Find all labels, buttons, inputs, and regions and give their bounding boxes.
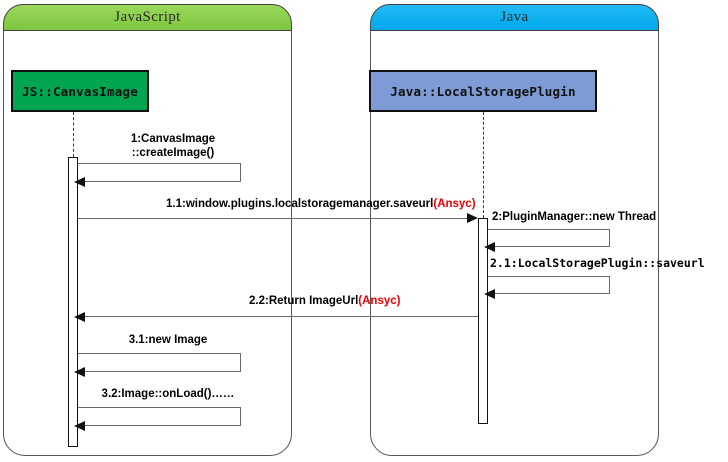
message-1-text-line2: ::createImage() — [131, 147, 215, 159]
message-label-2: 2:PluginManager::new Thread — [492, 211, 656, 223]
message-label-1-1: 1.1:window.plugins.localstoragemanager.s… — [166, 198, 476, 210]
message-2-2-text: 2.2:Return ImageUrl — [249, 295, 359, 307]
package-header-java: Java — [370, 4, 659, 31]
message-1-text-line1: 1:CanvasImage — [130, 133, 216, 145]
message-2-arrowhead-icon — [484, 242, 495, 252]
message-1-1-arrowhead-icon — [467, 213, 478, 223]
package-header-javascript: JavaScript — [3, 4, 292, 31]
message-2-1-out-line — [488, 276, 610, 277]
message-label-1-line1: 1:CanvasImage — [103, 133, 243, 145]
message-3-1-return-line — [85, 371, 241, 372]
message-2-2-async-tag: (Ansyc) — [358, 295, 401, 307]
message-label-1-line2: ::createImage() — [103, 147, 243, 159]
message-2-text: 2:PluginManager::new Thread — [492, 211, 657, 223]
message-3-2-out-line — [78, 407, 241, 408]
participant-java-localstorageplugin[interactable]: Java::LocalStoragePlugin — [369, 70, 597, 112]
message-2-1-text: 2.1:LocalStoragePlugin::saveurl — [490, 256, 705, 270]
message-2-2-arrowhead-icon — [74, 312, 85, 322]
message-2-turn-line — [609, 229, 610, 246]
participant-js-canvasimage[interactable]: JS::CanvasImage — [11, 70, 149, 112]
message-1-1-line — [78, 218, 472, 219]
message-3-1-out-line — [78, 353, 241, 354]
message-1-1-async-tag: (Ansyc) — [433, 198, 476, 210]
activation-bar-localstorageplugin — [478, 218, 488, 424]
message-3-2-return-line — [85, 425, 241, 426]
message-2-2-line — [85, 316, 478, 317]
lifeline-canvasimage — [73, 112, 74, 157]
message-3-2-text: 3.2:Image::onLoad()…… — [101, 388, 235, 400]
message-3-1-arrowhead-icon — [74, 367, 85, 377]
participant-label-canvasimage: JS::CanvasImage — [22, 83, 138, 99]
message-1-out-line — [78, 163, 241, 164]
message-1-arrowhead-icon — [74, 177, 85, 187]
message-2-1-return-line — [495, 293, 610, 294]
message-3-1-text: 3.1:new Image — [128, 334, 208, 346]
lifeline-localstorageplugin — [483, 112, 484, 218]
message-2-1-turn-line — [609, 276, 610, 293]
message-3-2-arrowhead-icon — [74, 421, 85, 431]
activation-bar-canvasimage — [68, 157, 78, 447]
package-label-javascript: JavaScript — [114, 9, 181, 25]
message-1-return-line — [85, 181, 241, 182]
message-label-3-1: 3.1:new Image — [93, 334, 243, 346]
message-3-2-turn-line — [240, 407, 241, 425]
message-2-1-arrowhead-icon — [484, 289, 495, 299]
message-3-1-turn-line — [240, 353, 241, 371]
message-label-2-1: 2.1:LocalStoragePlugin::saveurl — [490, 256, 705, 270]
message-label-2-2: 2.2:Return ImageUrl(Ansyc) — [249, 295, 400, 307]
participant-label-localstorageplugin: Java::LocalStoragePlugin — [390, 83, 576, 99]
message-1-turn-line — [240, 163, 241, 181]
package-label-java: Java — [500, 9, 529, 25]
message-2-out-line — [488, 229, 610, 230]
message-1-1-text: 1.1:window.plugins.localstoragemanager.s… — [166, 198, 434, 210]
message-2-return-line — [495, 246, 610, 247]
message-label-3-2: 3.2:Image::onLoad()…… — [88, 388, 248, 400]
